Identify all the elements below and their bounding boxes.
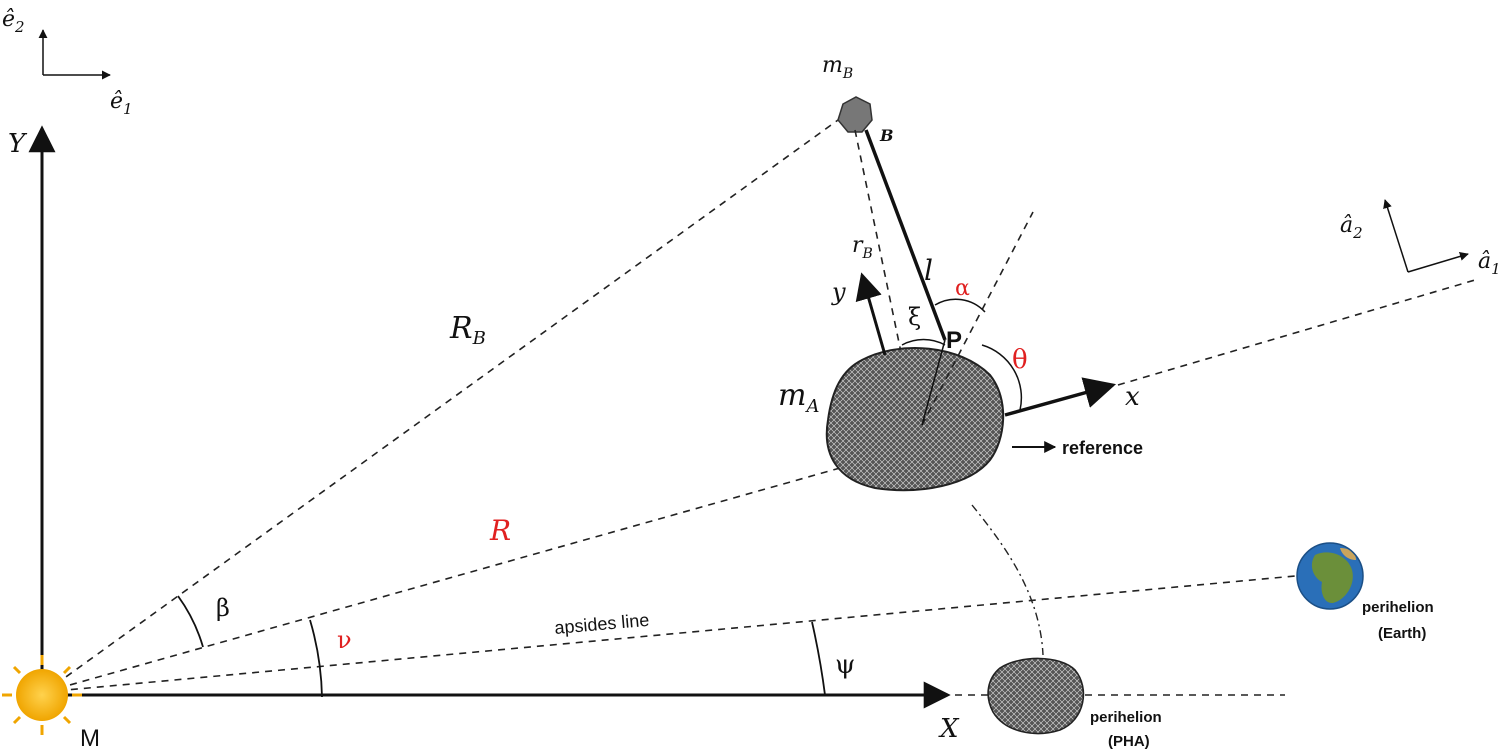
- pha-asteroid-icon: [987, 657, 1085, 735]
- apsides-line: [44, 575, 1296, 693]
- R-label: R: [489, 514, 511, 547]
- e2-label: ê2: [2, 7, 25, 36]
- theta-label: θ: [1012, 345, 1028, 375]
- nu-label: ν: [337, 626, 352, 654]
- tether-l: [864, 129, 947, 341]
- xi-label: ξ: [908, 303, 921, 331]
- beta-arc: [177, 595, 204, 648]
- RB-label: RB: [449, 311, 486, 349]
- a1-label: â1: [1478, 249, 1501, 278]
- inertial-frame-e: ê2 ê1: [2, 7, 133, 118]
- alpha-ref-line: [921, 211, 1034, 426]
- body-frame-a: â2 â1: [1340, 199, 1501, 278]
- xi-arc: [901, 338, 946, 346]
- pha-perihelion-label: perihelion: [1090, 709, 1162, 726]
- body-x-axis: [1004, 377, 1117, 417]
- center-to-P: [921, 339, 946, 426]
- asteroid-b-icon: [837, 96, 873, 133]
- mA-label: mA: [778, 378, 819, 417]
- earth-icon: [1296, 542, 1364, 610]
- l-label: l: [924, 254, 933, 287]
- body-y-axis: [855, 272, 887, 356]
- a2-label: â2: [1340, 213, 1363, 242]
- alpha-arc: [934, 298, 986, 313]
- B-point-label: B: [879, 126, 894, 145]
- nu-arc: [309, 619, 323, 698]
- beta-label: β: [216, 594, 230, 622]
- mB-label: mB: [822, 53, 853, 82]
- e1-label: ê1: [110, 89, 133, 118]
- ray-RB: [44, 114, 846, 693]
- asteroid-to-pha-path: [971, 504, 1044, 656]
- x-axis-label: X: [938, 714, 960, 744]
- reference-label: reference: [1062, 438, 1143, 458]
- theta-arc: [981, 344, 1023, 411]
- asteroid-a-icon: [825, 347, 1005, 492]
- apsides-label: apsides line: [554, 610, 650, 638]
- psi-label: ψ: [835, 650, 855, 680]
- origin-M-label: M: [80, 725, 100, 752]
- body-x-label: x: [1125, 382, 1140, 412]
- pha-perihelion-sub: (PHA): [1108, 733, 1150, 750]
- psi-arc: [811, 621, 826, 696]
- body-x-extension: [1117, 279, 1476, 386]
- body-y-label: y: [831, 278, 846, 306]
- sun-icon: [2, 655, 82, 735]
- ray-R: [44, 467, 841, 693]
- alpha-label: α: [955, 276, 970, 301]
- rB-label: rB: [852, 233, 873, 262]
- earth-perihelion-label: perihelion: [1362, 599, 1434, 616]
- rB-line: [854, 129, 916, 421]
- a2-arrow: [1383, 199, 1409, 273]
- P-point-label: P: [946, 327, 962, 354]
- y-axis-label: Y: [8, 129, 28, 159]
- earth-perihelion-sub: (Earth): [1378, 625, 1426, 642]
- a1-arrow: [1407, 252, 1469, 273]
